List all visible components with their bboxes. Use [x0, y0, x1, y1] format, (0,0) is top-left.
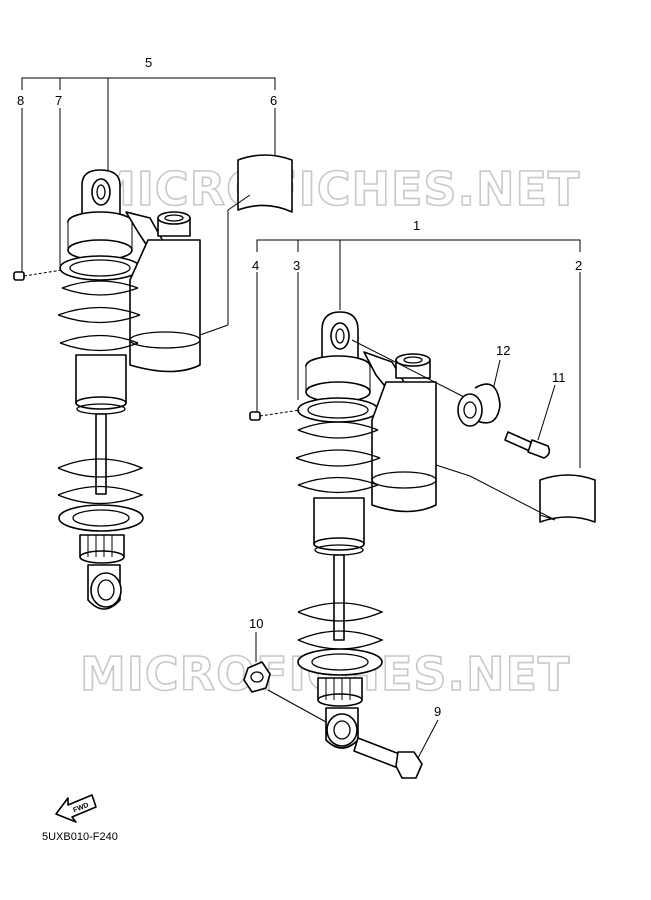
callout-12: 12 — [496, 343, 510, 358]
callout-3: 3 — [293, 258, 300, 273]
watermark-top: MICROFICHES.NET — [90, 162, 580, 216]
diagram-code: 5UXB010-F240 — [42, 831, 118, 843]
callout-8: 8 — [17, 93, 24, 108]
callout-4: 4 — [252, 258, 259, 273]
callout-6: 6 — [270, 93, 277, 108]
callout-11: 11 — [552, 370, 566, 385]
callout-1: 1 — [413, 218, 420, 233]
left-shock-absorber — [13, 77, 293, 610]
callout-9: 9 — [434, 704, 441, 719]
bracket-1 — [256, 239, 581, 252]
callout-2: 2 — [575, 258, 582, 273]
callout-10: 10 — [249, 616, 263, 631]
callout-7: 7 — [55, 93, 62, 108]
right-shock-absorber — [243, 239, 596, 779]
callout-5: 5 — [145, 55, 152, 70]
fwd-arrow-icon: FWD — [55, 794, 97, 823]
bracket-5 — [21, 77, 276, 90]
